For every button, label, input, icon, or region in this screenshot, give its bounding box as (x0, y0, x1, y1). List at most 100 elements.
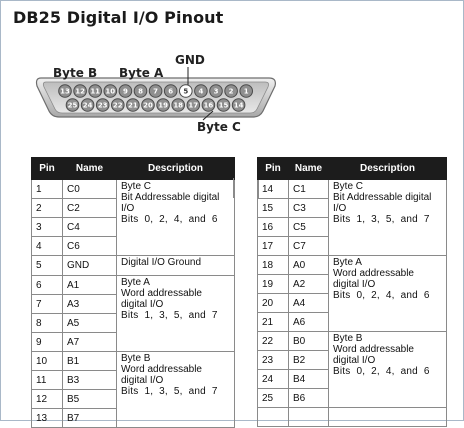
byte-c-label: Byte C (197, 120, 241, 134)
name-cell: A7 (62, 332, 117, 352)
desc-line: Bit Addressable digital I/O (121, 192, 220, 214)
desc-line: Bit Addressable digital I/O (333, 192, 432, 214)
empty-cell (288, 407, 329, 427)
pin-cell: 6 (31, 275, 63, 295)
pin-11 (88, 84, 102, 98)
name-cell: A6 (288, 312, 329, 332)
pin-number-label: 7 (153, 88, 158, 96)
col-header-pin: Pin (257, 157, 289, 180)
byte-b-label: Byte B (53, 66, 97, 80)
pin-number-label: 22 (113, 102, 123, 110)
page-title: DB25 Digital I/O Pinout (13, 8, 224, 27)
col-header-name: Name (62, 157, 117, 180)
name-cell: B3 (62, 370, 117, 390)
pin-number-label: 25 (68, 102, 78, 110)
desc-line: Word addressable digital I/O (121, 364, 202, 386)
desc-line: Bits 1, 3, 5, and 7 (121, 310, 218, 321)
pin-number-label: 13 (60, 88, 70, 96)
col-header-name: Name (288, 157, 329, 180)
name-cell: C0 (62, 179, 117, 199)
description-cell-byte-c: Byte C Bit Addressable digital I/O Bits … (116, 179, 235, 256)
pin-cell: 4 (31, 236, 63, 256)
pin-3 (209, 84, 223, 98)
pin-cell: 7 (31, 294, 63, 314)
pin-10 (103, 84, 118, 98)
pin-cell: 5 (31, 255, 63, 276)
pin-cell: 11 (31, 370, 63, 390)
table-row: 18 A0 Byte A Word addressable digital I/… (257, 255, 447, 332)
name-cell: C3 (288, 198, 329, 218)
pin-cell: 22 (257, 331, 289, 351)
name-cell: B6 (288, 388, 329, 408)
pin-number-label: 19 (158, 102, 168, 110)
col-header-description: Description (116, 157, 235, 180)
col-header-pin: Pin (31, 157, 63, 180)
desc-line: Bits 0, 2, 4, and 6 (121, 214, 218, 225)
description-cell-byte-c: Byte C Bit Addressable digital I/O Bits … (328, 179, 447, 256)
table-row: 1 C0 Byte C Bit Addressable digital I/O … (31, 179, 235, 256)
pin-number-label: 9 (123, 88, 128, 96)
pin-22 (111, 98, 125, 112)
pin-25 (65, 98, 80, 112)
pin-cell: 19 (257, 274, 289, 294)
pin-6 (163, 84, 178, 98)
pin-8 (133, 84, 148, 98)
pin-gnd (179, 84, 193, 98)
pin-20 (141, 98, 155, 112)
pin-number-label: 6 (168, 88, 173, 96)
pin-cell: 12 (31, 389, 63, 409)
name-cell: C5 (288, 217, 329, 237)
pin-number-label: 5 (183, 88, 188, 96)
pin-number-label: 18 (173, 102, 183, 110)
pin-23 (95, 98, 110, 112)
pin-number-label: 4 (198, 88, 203, 96)
empty-cell (257, 407, 289, 427)
table-row: 10 B1 Byte B Word addressable digital I/… (31, 351, 235, 428)
pin-15 (216, 98, 231, 112)
name-cell: C2 (62, 198, 117, 218)
pin-cell: 21 (257, 312, 289, 332)
pin-number-label: 24 (83, 102, 93, 110)
pin-16 (201, 98, 216, 112)
pin-cell: 9 (31, 332, 63, 352)
pin-cell: 18 (257, 255, 289, 275)
name-cell: B2 (288, 350, 329, 370)
name-cell: B4 (288, 369, 329, 389)
name-cell: A4 (288, 293, 329, 313)
pin-14 (231, 98, 246, 112)
desc-line: Bits 1, 3, 5, and 7 (333, 214, 430, 225)
pin-number-label: 20 (143, 102, 153, 110)
table-row: 5 GND Digital I/O Ground (31, 255, 235, 276)
pin-cell: 15 (257, 198, 289, 218)
pin-19 (156, 98, 170, 112)
table-row (257, 407, 447, 427)
pin-number-label: 12 (75, 88, 85, 96)
pin-number-label: 1 (244, 88, 249, 96)
desc-line: Digital I/O Ground (121, 257, 202, 268)
pin-cell: 20 (257, 293, 289, 313)
name-cell: C7 (288, 236, 329, 256)
name-cell: A2 (288, 274, 329, 294)
desc-line: Bits 0, 2, 4, and 6 (333, 290, 430, 301)
pin-18 (171, 98, 185, 112)
table-row: 22 B0 Byte B Word addressable digital I/… (257, 331, 447, 408)
pin-cell: 16 (257, 217, 289, 237)
desc-line: Word addressable digital I/O (333, 344, 414, 366)
name-cell: GND (62, 255, 117, 276)
name-cell: B1 (62, 351, 117, 371)
pin-cell: 24 (257, 369, 289, 389)
pin-9 (118, 84, 133, 98)
name-cell: A5 (62, 313, 117, 333)
pin-cell: 25 (257, 388, 289, 408)
description-cell-byte-a: Byte A Word addressable digital I/O Bits… (328, 255, 447, 332)
